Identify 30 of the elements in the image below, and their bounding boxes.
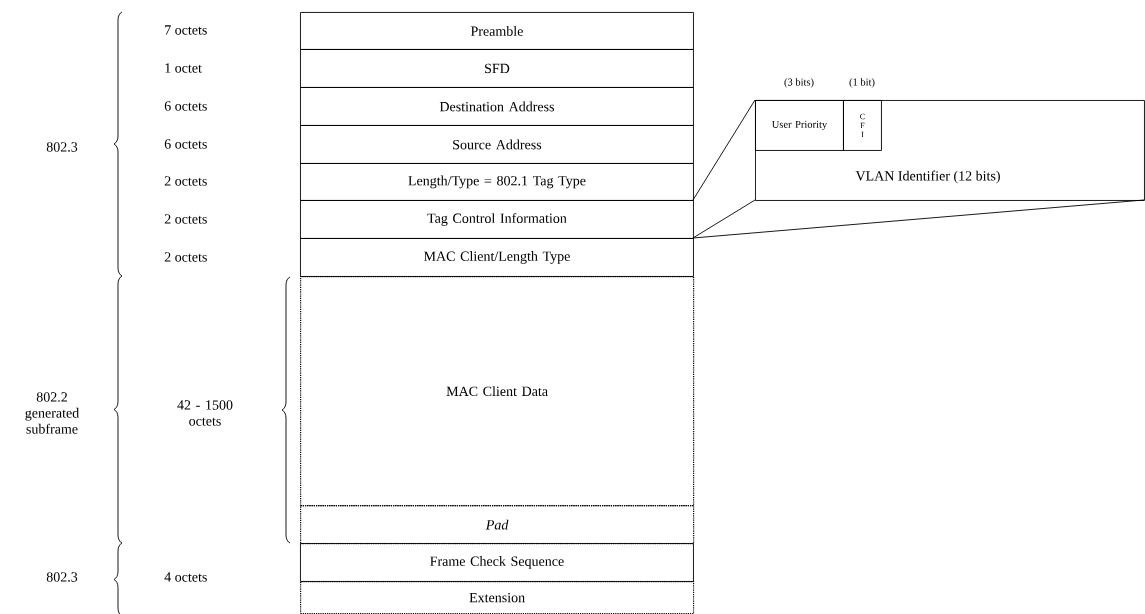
size-label: 6 octets <box>164 101 207 111</box>
size-label: 7 octets <box>165 25 207 35</box>
field-box: MAC Client/Length Type <box>300 238 694 277</box>
field-box: Preamble <box>300 12 694 50</box>
size-label: 6 octets <box>164 139 207 149</box>
field-box: Extension <box>300 581 695 614</box>
size-label: 1 octet <box>165 63 202 73</box>
field-box: MAC Client Data <box>300 276 695 507</box>
field-box: Frame Check Sequence <box>300 543 694 582</box>
projection-line <box>692 99 756 201</box>
size-label: (1 bit) <box>849 78 875 88</box>
field-box: SFD <box>300 49 694 88</box>
layer-label: 802.2 generated subframe <box>25 392 80 434</box>
projection-line <box>692 199 1145 239</box>
size-label: (3 bits) <box>784 78 814 88</box>
projection-line <box>692 199 756 239</box>
size-label: 4 octets <box>164 572 207 582</box>
size-label: 2 octets <box>164 176 207 186</box>
field-box: Source Address <box>300 125 694 164</box>
layer-label: 802.3 <box>46 142 78 152</box>
field-box: Tag Control Information <box>300 200 694 239</box>
subfield-box: C F I <box>843 100 882 151</box>
field-box: Length/Type = 802.1 Tag Type <box>300 163 694 201</box>
layer-label: 42 - 1500 octets <box>177 400 233 426</box>
field-box: Pad <box>300 505 695 545</box>
size-label: 2 octets <box>164 214 207 224</box>
subfield-box: User Priority <box>755 100 844 151</box>
size-label: 2 octets <box>164 252 207 262</box>
layer-label: 802.3 <box>46 572 78 582</box>
field-box: Destination Address <box>300 87 694 126</box>
